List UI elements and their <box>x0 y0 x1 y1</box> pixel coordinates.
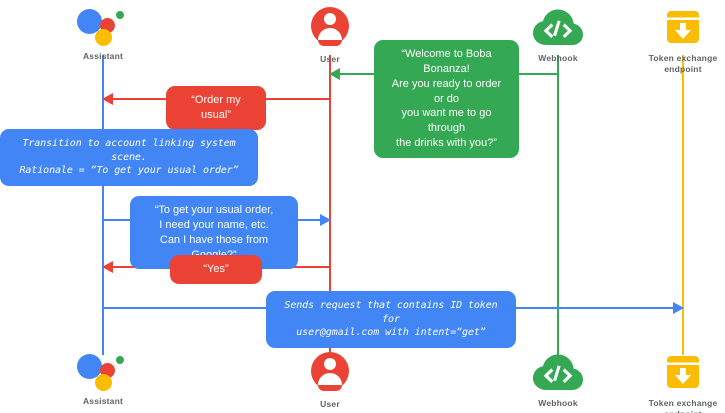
message-bubble-order-my-usual: “Order my usual” <box>166 86 266 130</box>
google-assistant-icon <box>48 4 158 48</box>
user-avatar-icon <box>275 352 385 396</box>
actor-label-token-endpoint-top: Token exchange endpoint <box>648 53 718 74</box>
actor-user-top: User <box>275 4 385 65</box>
note-sends-request-id-token: Sends request that contains ID token for… <box>266 291 516 348</box>
user-avatar-icon <box>275 7 385 51</box>
actor-label-token-endpoint-bottom: Token exchange endpoint <box>648 398 718 413</box>
inbox-download-icon <box>628 351 725 395</box>
note-transition-account-linking: Transition to account linking system sce… <box>0 129 258 186</box>
lifeline-token-exchange-endpoint <box>682 55 684 355</box>
actor-webhook-top: Webhook <box>503 4 613 64</box>
actor-label-user-top: User <box>320 54 340 64</box>
actor-token-endpoint-bottom: Token exchange endpoint <box>628 349 725 413</box>
actor-webhook-bottom: Webhook <box>503 349 613 409</box>
actor-user-bottom: User <box>275 349 385 410</box>
actor-assistant-bottom: Assistant <box>48 349 158 407</box>
actor-token-endpoint-top: Token exchange endpoint <box>628 4 725 74</box>
actor-label-assistant-top: Assistant <box>82 51 124 61</box>
actor-label-webhook-top: Webhook <box>538 53 578 63</box>
actor-label-assistant-bottom: Assistant <box>82 396 124 406</box>
google-assistant-icon <box>48 349 158 393</box>
message-bubble-welcome: “Welcome to Boba Bonanza! Are you ready … <box>374 40 519 158</box>
cloud-code-icon <box>503 6 613 50</box>
inbox-download-icon <box>628 6 725 50</box>
lifeline-webhook <box>557 55 559 355</box>
lifeline-assistant <box>102 55 104 355</box>
cloud-code-icon <box>503 351 613 395</box>
actor-assistant-top: Assistant <box>48 4 158 62</box>
actor-label-webhook-bottom: Webhook <box>538 398 578 408</box>
lifeline-user <box>329 55 331 355</box>
actor-label-user-bottom: User <box>320 399 340 409</box>
message-bubble-yes: “Yes” <box>170 255 262 284</box>
